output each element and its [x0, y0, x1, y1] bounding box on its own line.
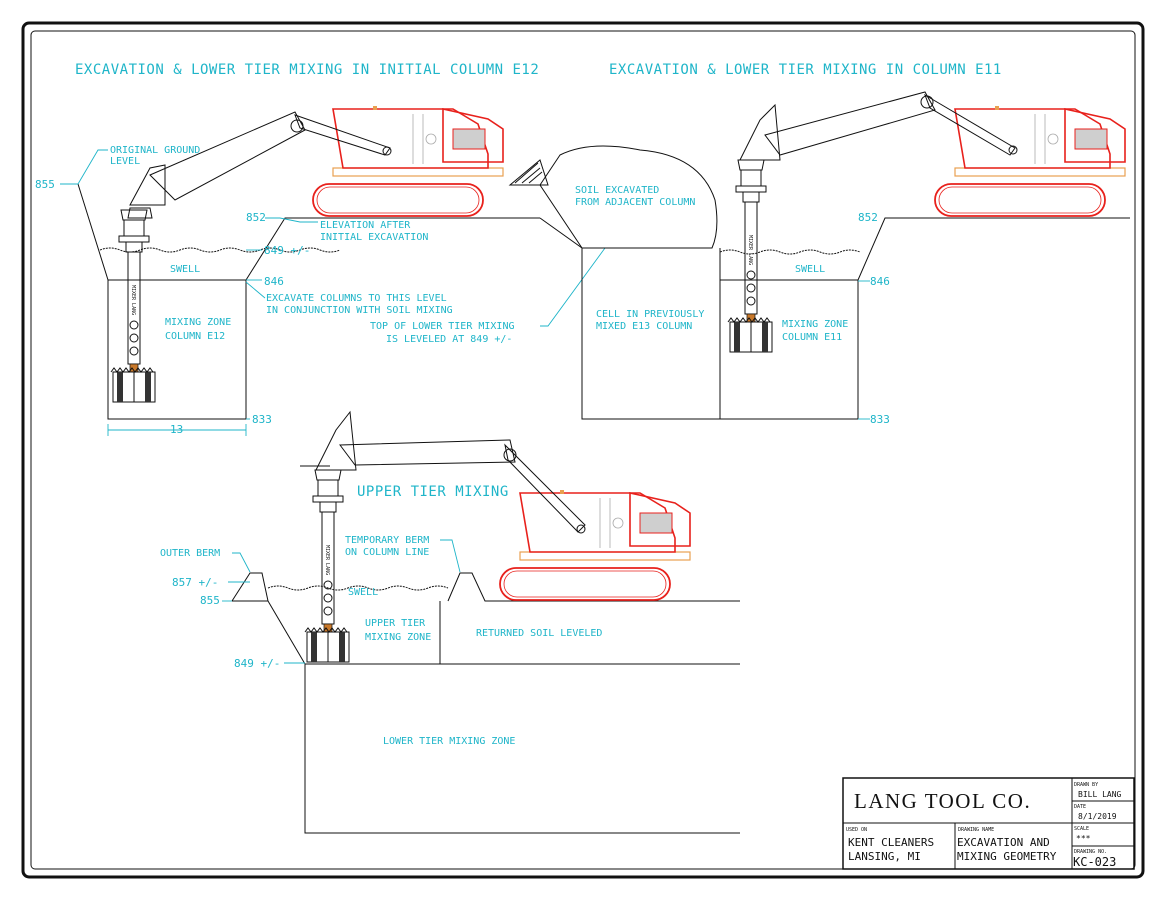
- panel1-mixing-zone-line1: MIXING ZONE: [165, 317, 231, 328]
- drawing-no-label: DRAWING NO.: [1074, 849, 1107, 855]
- panel3-excavator: [499, 489, 691, 601]
- panel3-section: OUTER BERM TEMPORARY BERM ON COLUMN LINE…: [160, 410, 740, 834]
- drawing-name-line2: MIXING GEOMETRY: [957, 850, 1057, 863]
- date-label: DATE: [1074, 804, 1086, 810]
- panel3-mixing-tool: [304, 469, 350, 663]
- panel1-elev-846: 846: [264, 275, 284, 288]
- panel3-lower-tier: LOWER TIER MIXING ZONE: [383, 736, 515, 747]
- panel1-top-lower-tier-line1: TOP OF LOWER TIER MIXING: [370, 321, 515, 332]
- used-on-label: USED ON: [846, 827, 867, 833]
- title-block: LANG TOOL CO. DRAWN BY BILL LANG DATE 8/…: [842, 777, 1135, 870]
- panel2-mixing-tool: [727, 159, 773, 353]
- panel3-elev-857: 857 +/-: [172, 576, 218, 589]
- panel2-cell-line1: CELL IN PREVIOUSLY: [596, 309, 704, 320]
- panel2-swell: SWELL: [795, 264, 825, 275]
- panel1-elev-833: 833: [252, 413, 272, 426]
- panel3-temp-berm-line1: TEMPORARY BERM: [345, 535, 429, 546]
- panel1-elevation-after-line2: INITIAL EXCAVATION: [320, 232, 428, 243]
- panel2-soil-excavated-line2: FROM ADJACENT COLUMN: [575, 197, 695, 208]
- panel2-excavator: [934, 105, 1126, 217]
- company-name: LANG TOOL CO.: [854, 789, 1031, 813]
- panel1-excavate-line2: IN CONJUNCTION WITH SOIL MIXING: [266, 305, 453, 316]
- panel3-upper-tier-line1: UPPER TIER: [365, 618, 426, 629]
- panel1-mixing-zone-line2: COLUMN E12: [165, 331, 225, 342]
- panel1-width-dimension: 13: [170, 423, 183, 436]
- used-on-line2: LANSING, MI: [848, 850, 921, 863]
- inner-border: [30, 30, 1136, 870]
- panel1-excavator: [312, 105, 504, 217]
- outer-border: [21, 21, 1145, 879]
- panel3-elev-849: 849 +/-: [234, 657, 280, 670]
- drawing-name-label: DRAWING NAME: [958, 827, 994, 833]
- panel2-elev-852: 852: [858, 211, 878, 224]
- panel2-title: EXCAVATION & LOWER TIER MIXING IN COLUMN…: [609, 62, 1002, 78]
- panel1-original-ground-line2: LEVEL: [110, 156, 140, 167]
- panel1-elev-855: 855: [35, 178, 55, 191]
- panel3-returned-soil: RETURNED SOIL LEVELED: [476, 628, 602, 639]
- panel1-mixing-tool: [110, 209, 156, 403]
- drawn-by-label: DRAWN BY: [1074, 782, 1098, 788]
- panel2-mixing-zone-line2: COLUMN E11: [782, 332, 842, 343]
- panel1-elev-849: 849 +/-: [264, 244, 310, 257]
- panel2-section: SOIL EXCAVATED FROM ADJACENT COLUMN 852 …: [508, 91, 1130, 426]
- panel3-elev-855: 855: [200, 594, 220, 607]
- panel1-swell: SWELL: [170, 264, 200, 275]
- panel1-boom: [127, 111, 392, 219]
- panel3-outer-berm: OUTER BERM: [160, 548, 220, 559]
- drawing-no-value: KC-023: [1073, 855, 1116, 869]
- drawing-name-line1: EXCAVATION AND: [957, 836, 1050, 849]
- panel3-temp-berm-line2: ON COLUMN LINE: [345, 547, 429, 558]
- panel2-mixing-zone-line1: MIXING ZONE: [782, 319, 848, 330]
- panel1-top-lower-tier-line2: IS LEVELED AT 849 +/-: [386, 334, 512, 345]
- panel1-excavate-line1: EXCAVATE COLUMNS TO THIS LEVEL: [266, 293, 447, 304]
- panel2-cell-line2: MIXED E13 COLUMN: [596, 321, 692, 332]
- panel2-elev-833: 833: [870, 413, 890, 426]
- panel2-boom: [739, 91, 1018, 161]
- panel1-original-ground-line1: ORIGINAL GROUND: [110, 145, 200, 156]
- scale-value: ***: [1076, 834, 1091, 843]
- panel2-elev-846: 846: [870, 275, 890, 288]
- panel3-title: UPPER TIER MIXING: [357, 484, 509, 500]
- panel2-soil-excavated-line1: SOIL EXCAVATED: [575, 185, 659, 196]
- panel3-swell: SWELL: [348, 587, 378, 598]
- panel3-upper-tier-line2: MIXING ZONE: [365, 632, 431, 643]
- panel3-boom: [300, 410, 586, 534]
- scale-label: SCALE: [1074, 826, 1089, 832]
- drawn-by-value: BILL LANG: [1078, 790, 1122, 799]
- panel1-title: EXCAVATION & LOWER TIER MIXING IN INITIA…: [75, 62, 539, 78]
- panel1-section: 13 855 ORIGINAL GROUND LEVEL 852 ELEVATI…: [35, 105, 606, 436]
- used-on-line1: KENT CLEANERS: [848, 836, 934, 849]
- soil-pile: [539, 145, 718, 249]
- panel1-elevation-after-line1: ELEVATION AFTER: [320, 220, 411, 231]
- panel1-elev-852: 852: [246, 211, 266, 224]
- date-value: 8/1/2019: [1078, 812, 1117, 821]
